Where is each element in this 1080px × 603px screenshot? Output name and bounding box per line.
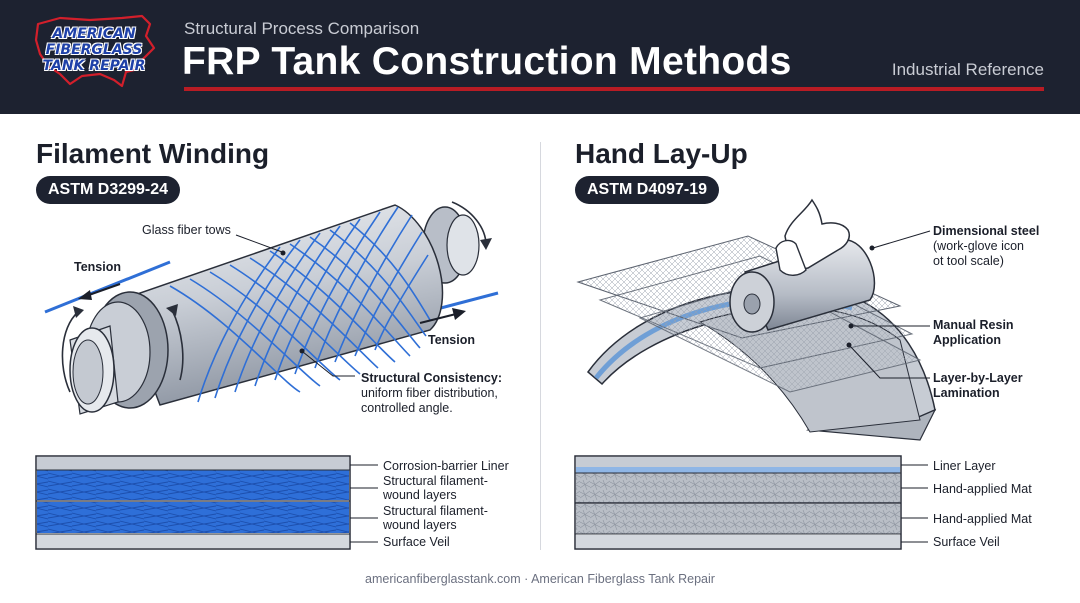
filament-winding-layer-stack [35, 455, 378, 550]
hand-layup-layer-stack [574, 455, 928, 550]
hand-layup-illustration [576, 198, 937, 441]
logo-text-line1: AMERICAN [52, 26, 136, 42]
filament-winding-illustration [44, 201, 499, 415]
hand-layup-standard-badge: ASTM D4097-19 [575, 176, 720, 204]
tension-label-left: Tension [74, 260, 121, 274]
left-layer-label-3b: wound layers [383, 518, 457, 532]
page-title: FRP Tank Construction Methods [182, 40, 792, 83]
right-layer-label-2: Hand-applied Mat [933, 482, 1032, 496]
layer-lamination-label-1: Layer-by-Layer [933, 371, 1023, 385]
manual-resin-label-1: Manual Resin [933, 318, 1014, 332]
dimensional-steel-desc-1: (work-glove icon [933, 239, 1025, 253]
tension-label-right: Tension [428, 333, 475, 347]
header-bar: AMERICAN FIBERGLASS TANK REPAIR Structur… [0, 0, 1080, 114]
right-layer-label-1: Liner Layer [933, 459, 996, 473]
structural-consistency-label: Structural Consistency: [361, 371, 503, 385]
left-layer-label-2a: Structural filament- [383, 474, 488, 488]
structural-consistency-desc-2: controlled angle. [361, 401, 453, 415]
glass-fiber-tows-label: Glass fiber tows [142, 223, 231, 237]
dimensional-steel-desc-2: ot tool scale) [933, 254, 1004, 268]
page-supertitle: Structural Process Comparison [184, 19, 420, 38]
left-layer-label-4: Surface Veil [383, 535, 450, 549]
left-layer-label-2b: wound layers [383, 488, 457, 502]
left-layer-label-3a: Structural filament- [383, 504, 488, 518]
right-layer-label-4: Surface Veil [933, 535, 1000, 549]
logo-text-line2: FIBERGLASS [45, 42, 143, 58]
section-divider [540, 142, 541, 550]
hand-layup-title: Hand Lay-Up [575, 138, 748, 169]
title-underline [184, 87, 1044, 91]
filament-winding-standard-badge: ASTM D3299-24 [36, 176, 181, 204]
footer-credit: americanfiberglasstank.com · American Fi… [365, 572, 715, 586]
manual-resin-label-2: Application [933, 333, 1002, 347]
right-layer-label-3: Hand-applied Mat [933, 512, 1032, 526]
logo-text-line3: TANK REPAIR [42, 58, 146, 74]
reference-label: Industrial Reference [891, 60, 1044, 79]
left-layer-label-1: Corrosion-barrier Liner [383, 459, 509, 473]
filament-winding-title: Filament Winding [36, 138, 270, 169]
dimensional-steel-label: Dimensional steel [933, 224, 1040, 238]
company-logo: AMERICAN FIBERGLASS TANK REPAIR [30, 10, 158, 96]
structural-consistency-desc-1: uniform fiber distribution, [361, 386, 498, 400]
layer-lamination-label-2: Lamination [933, 386, 1000, 400]
usa-map-logo-graphic [34, 14, 156, 88]
